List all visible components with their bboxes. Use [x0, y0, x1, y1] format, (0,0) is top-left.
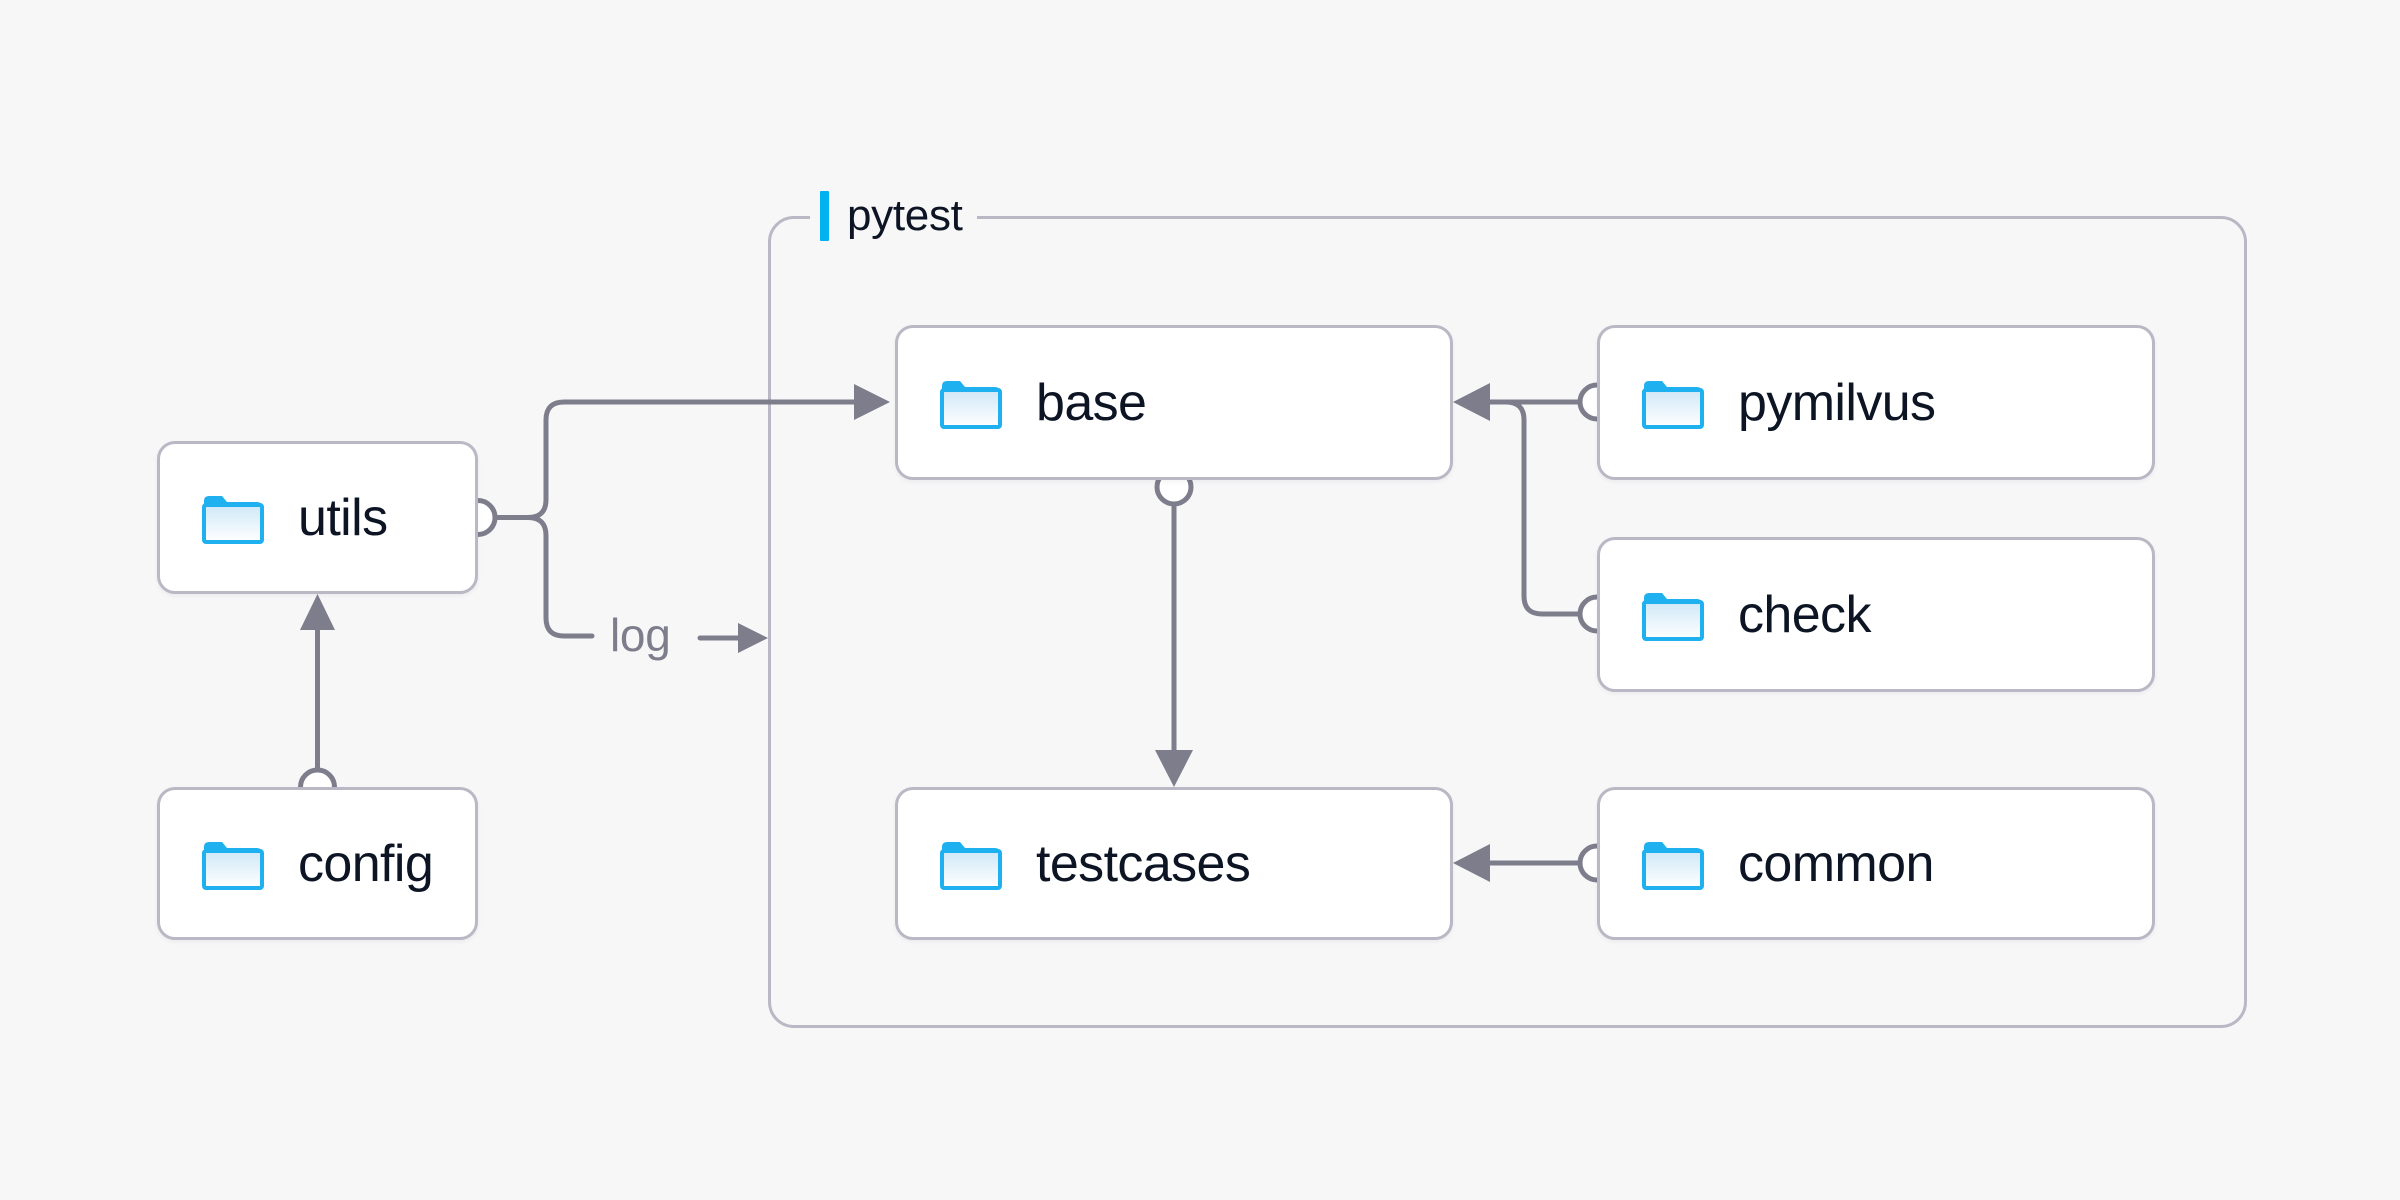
node-utils[interactable]: utils	[157, 441, 478, 594]
folder-icon	[1642, 841, 1704, 890]
node-label-utils: utils	[298, 488, 388, 547]
node-pymilvus[interactable]: pymilvus	[1597, 325, 2155, 480]
edge-utils-to-log[interactable]	[492, 515, 595, 639]
arrow-head-log	[738, 623, 768, 653]
arrow-head-up	[300, 594, 335, 630]
node-label-base: base	[1036, 373, 1147, 432]
folder-icon	[1642, 380, 1704, 429]
node-testcases[interactable]: testcases	[895, 787, 1453, 940]
node-common[interactable]: common	[1597, 787, 2155, 940]
folder-icon	[940, 380, 1002, 429]
edge-label-log-text: log	[610, 609, 671, 661]
edge-log-arrow	[697, 623, 768, 653]
group-label-pytest[interactable]: pytest	[810, 188, 977, 244]
folder-icon	[202, 841, 264, 890]
node-label-testcases: testcases	[1036, 834, 1251, 893]
group-label-text: pytest	[847, 191, 963, 240]
node-label-pymilvus: pymilvus	[1738, 373, 1936, 432]
folder-icon	[940, 841, 1002, 890]
group-accent-bar	[820, 191, 829, 241]
node-label-common: common	[1738, 834, 1934, 893]
folder-icon	[202, 495, 264, 544]
edge-label-log: log	[610, 608, 671, 662]
node-label-config: config	[298, 834, 434, 893]
folder-icon	[1642, 592, 1704, 641]
edge-config-to-utils[interactable]	[298, 594, 337, 807]
group-container-pytest[interactable]	[768, 216, 2247, 1028]
node-config[interactable]: config	[157, 787, 478, 940]
node-label-check: check	[1738, 585, 1871, 644]
node-check[interactable]: check	[1597, 537, 2155, 692]
node-base[interactable]: base	[895, 325, 1453, 480]
